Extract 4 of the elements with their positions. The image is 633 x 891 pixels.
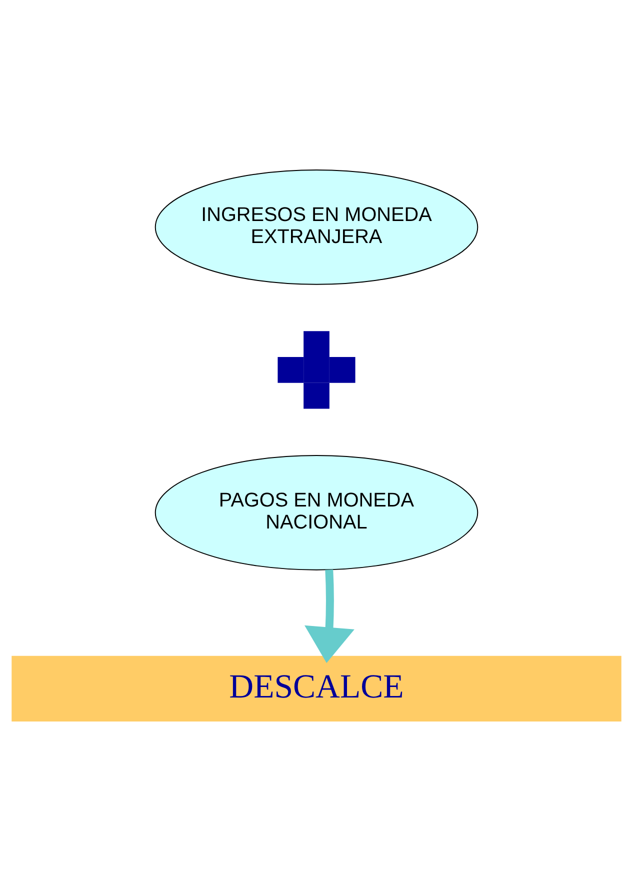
arrow xyxy=(304,569,354,664)
node-ellipse: PAGOS EN MONEDA NACIONAL xyxy=(154,454,478,570)
node-box: DESCALCE xyxy=(12,656,622,722)
node-ellipse: INGRESOS EN MONEDA EXTRANJERA xyxy=(154,169,478,285)
